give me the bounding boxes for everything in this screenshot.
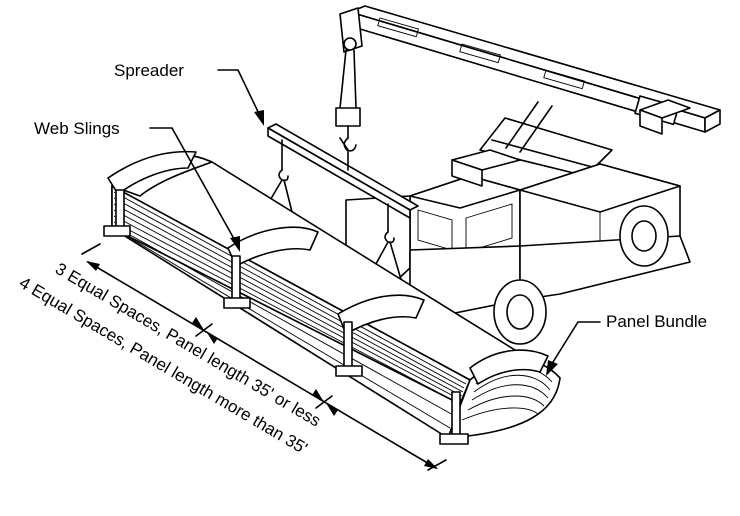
- crane-wheels: [493, 205, 669, 345]
- spreader-bar: [267, 123, 419, 244]
- web-slings-label: Web Slings: [34, 119, 120, 138]
- label-web-slings: Web Slings: [34, 119, 240, 252]
- crane-cab: [409, 149, 521, 265]
- dimension-lines: [81, 243, 447, 471]
- panel-bundle: [103, 150, 561, 445]
- label-spreader: Spreader: [114, 61, 264, 126]
- spreader-label: Spreader: [114, 61, 184, 80]
- label-panel-bundle: Panel Bundle: [546, 312, 707, 376]
- panel-bundle-label: Panel Bundle: [606, 312, 707, 331]
- crane: [335, 5, 721, 345]
- crane-boom-support: [479, 101, 613, 177]
- crane-hook: [335, 49, 361, 152]
- panel-stack-lines: [113, 191, 467, 429]
